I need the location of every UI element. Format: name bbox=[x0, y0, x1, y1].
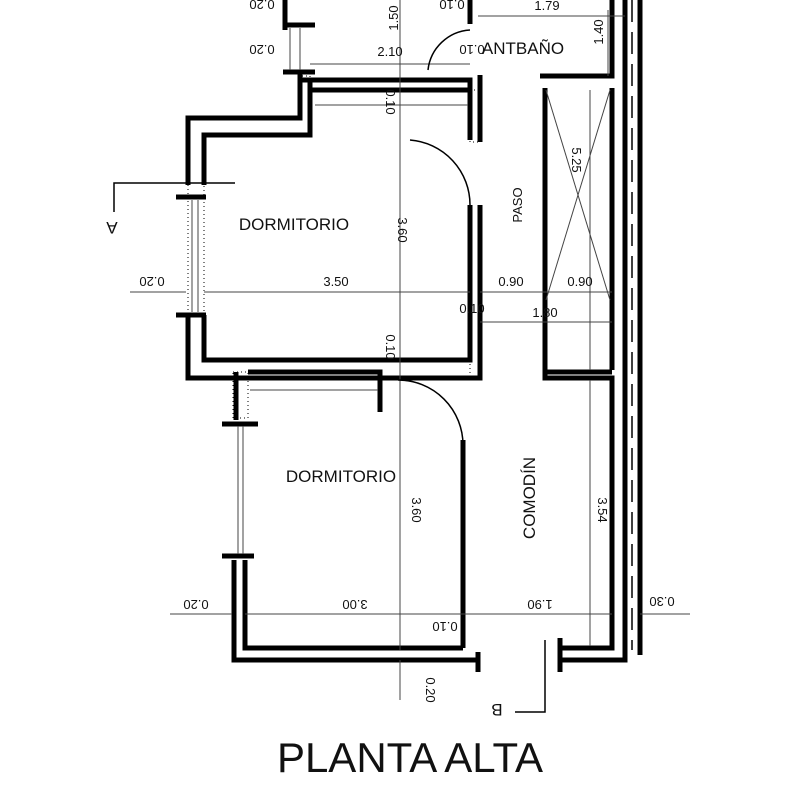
dimension-label: 0.10 bbox=[383, 334, 398, 359]
dimension-label: 0.10 bbox=[432, 619, 457, 634]
dimension-label: 1.79 bbox=[534, 0, 559, 13]
dimension-label: 1.40 bbox=[591, 19, 606, 44]
dimension-label: 2.10 bbox=[377, 44, 402, 59]
door-swing bbox=[427, 29, 471, 71]
dimension-label: 1.80 bbox=[532, 305, 557, 320]
dimension-label: 0.10 bbox=[459, 301, 484, 316]
dimension-label: 0.10 bbox=[459, 42, 484, 57]
section-line-b bbox=[515, 640, 546, 713]
dimension-label: 0.20 bbox=[139, 274, 164, 289]
room-comodin: COMODÍN bbox=[520, 457, 539, 539]
dimension-label: 0.20 bbox=[249, 42, 274, 57]
dimension-label: 1.90 bbox=[527, 597, 552, 612]
dimension-label: 0.20 bbox=[249, 0, 274, 12]
dimension-label: 0.10 bbox=[383, 89, 398, 114]
dimension-label: 3.54 bbox=[595, 497, 610, 522]
hatched-walls bbox=[187, 75, 481, 419]
dimension-label: 0.90 bbox=[498, 274, 523, 289]
thin-lines bbox=[113, 0, 690, 713]
room-paso: PASO bbox=[510, 187, 525, 222]
dimension-label: 0.10 bbox=[439, 0, 464, 12]
dimension-label: 0.20 bbox=[423, 677, 438, 702]
plan-title: PLANTA ALTA bbox=[277, 734, 543, 781]
room-antbano: ANTBAÑO bbox=[482, 39, 564, 58]
dimension-label: 5.25 bbox=[569, 147, 584, 172]
section-mark-a: A bbox=[106, 218, 118, 237]
dimension-label: 0.90 bbox=[567, 274, 592, 289]
section-mark-b: B bbox=[491, 700, 502, 719]
dimension-label: 3.60 bbox=[409, 497, 424, 522]
door-swing bbox=[397, 379, 464, 446]
dimension-label: 3.00 bbox=[342, 597, 367, 612]
room-dormitorio-2: DORMITORIO bbox=[286, 467, 396, 486]
dimension-label: 1.50 bbox=[386, 5, 401, 30]
section-line-a bbox=[113, 182, 235, 212]
room-dormitorio-1: DORMITORIO bbox=[239, 215, 349, 234]
dimension-label: 0.20 bbox=[183, 597, 208, 612]
dimension-label: 3.60 bbox=[395, 217, 410, 242]
dimension-label: 0.30 bbox=[649, 594, 674, 609]
door-swing bbox=[409, 139, 471, 206]
dimension-labels: 0.20 1.50 0.10 1.79 1.40 0.20 2.10 0.10 … bbox=[139, 0, 674, 703]
dimension-label: 3.50 bbox=[323, 274, 348, 289]
walls bbox=[176, 0, 643, 672]
